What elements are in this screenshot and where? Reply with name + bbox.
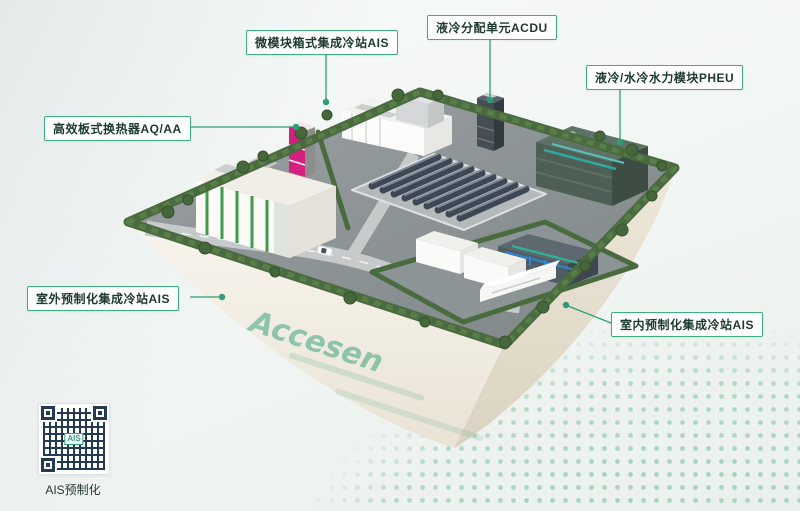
car-window: [320, 247, 327, 254]
bush: [432, 89, 444, 101]
rack-row: [423, 173, 497, 210]
louver-grille: [274, 201, 290, 258]
callout-dot-heat-exchanger: [292, 123, 300, 131]
bush: [321, 109, 333, 121]
bush: [536, 300, 550, 314]
watermark-subtext-2: [334, 388, 484, 442]
bush: [257, 150, 269, 162]
bush: [269, 266, 281, 278]
pipe-teal-light: [551, 143, 625, 164]
bush: [646, 190, 658, 202]
qr-finder: [41, 406, 55, 420]
bush: [579, 260, 591, 272]
bush: [615, 223, 629, 237]
rack-top: [382, 157, 450, 188]
qr-finder-dot: [98, 411, 102, 415]
rack-top: [415, 169, 483, 200]
callout-line-indoor: [567, 305, 612, 324]
ahu-top: [464, 247, 526, 267]
skid-groove: [535, 171, 613, 193]
chiller-top: [498, 234, 598, 264]
callout-label-indoor: 室内预制化集成冷站AIS: [611, 312, 764, 337]
pedestal-left-face: [128, 222, 505, 448]
perimeter-hedge-texture: [125, 89, 678, 348]
bush: [198, 241, 212, 255]
pedestal-edge: [454, 344, 506, 449]
server-rack-rows: [368, 153, 530, 222]
bush: [236, 160, 250, 174]
callout-dot-outdoor: [218, 293, 226, 301]
car: [316, 245, 333, 257]
bush: [161, 205, 175, 219]
skid-front: [536, 142, 612, 206]
rack-top: [448, 181, 516, 212]
rack-top: [404, 165, 472, 196]
callout-dot-indoor: [562, 301, 570, 309]
rack-row: [445, 181, 519, 218]
watermark-subtext-1: [288, 352, 425, 401]
rack-top: [459, 185, 527, 216]
ahu-front: [416, 239, 460, 274]
qr-finder-dot: [46, 463, 50, 467]
rack-row: [368, 153, 442, 190]
bush: [625, 143, 639, 157]
tower-band: [476, 137, 495, 144]
pipe-green: [511, 244, 583, 266]
callout-label-outdoor: 室外预制化集成冷站AIS: [27, 286, 180, 311]
ahu-top: [416, 231, 478, 251]
rack-row: [379, 157, 453, 194]
callout-label-micro-module: 微模块箱式集成冷站AIS: [246, 30, 399, 55]
callout-dot-pheu: [616, 138, 624, 146]
data-hall: [351, 153, 547, 231]
bush: [419, 316, 431, 328]
bush: [391, 88, 405, 102]
hedge-divider: [315, 129, 351, 231]
callout-label-heat-exchanger: 高效板式换热器AQ/AA: [44, 116, 191, 141]
road-centerline: [145, 227, 521, 307]
bush: [594, 130, 606, 142]
pipe-blue: [504, 250, 576, 272]
cabinet-top: [480, 260, 560, 290]
callout-dot-acdu: [486, 96, 494, 104]
tower-band: [476, 125, 495, 132]
rack-top: [426, 173, 494, 204]
rack-row: [390, 161, 464, 198]
cabinet-detail: [491, 277, 541, 294]
rack-row: [456, 185, 530, 222]
qr-center-logo: AIS: [64, 433, 84, 445]
roof-hvac-side: [428, 97, 444, 128]
bush: [498, 335, 512, 349]
tower-band: [288, 159, 306, 166]
building-outdoor-station: [196, 157, 336, 258]
bush: [294, 126, 308, 140]
skid-groove: [535, 157, 613, 179]
qr-finder: [93, 406, 107, 420]
bush: [656, 160, 668, 172]
rack-top: [393, 161, 461, 192]
bush: [343, 291, 357, 305]
qr-caption: AIS预制化: [45, 483, 101, 497]
rack-row: [401, 165, 475, 202]
rack-row: [412, 169, 486, 206]
qr-finder: [41, 458, 55, 472]
rack-row: [434, 177, 508, 214]
callout-label-acdu: 液冷分配单元ACDU: [427, 15, 557, 40]
callout-label-pheu: 液冷/水冷水力模块PHEU: [586, 65, 744, 90]
server-rack-highlights: [371, 153, 527, 216]
rack-top: [371, 153, 439, 184]
hedge-bushes: [161, 88, 668, 349]
cabinet-front: [480, 266, 556, 302]
building-side: [290, 186, 336, 258]
pipe-teal: [543, 148, 617, 171]
callout-dot-micro-module: [322, 98, 330, 106]
indoor-station-units: [416, 231, 598, 302]
bush: [182, 194, 194, 206]
qr-finder-dot: [46, 411, 50, 415]
rack-top: [437, 177, 505, 208]
qr-code: AIS: [38, 403, 110, 475]
